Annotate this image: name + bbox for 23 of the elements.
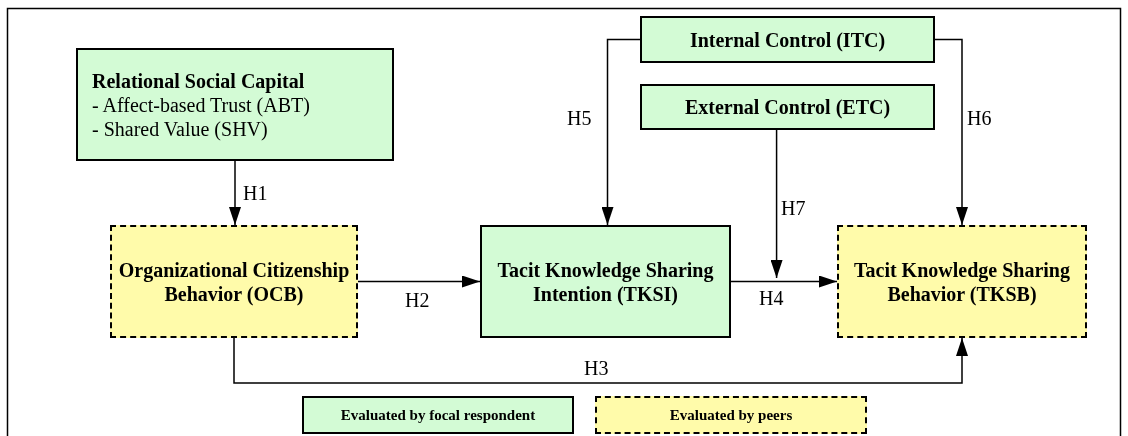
concept-title: Tacit Knowledge Sharing Behavior (TKSB): [853, 257, 1071, 306]
arrow: [233, 337, 968, 384]
arrow: [229, 160, 241, 226]
concept-title: Relational Social Capital: [92, 68, 305, 93]
arrow: [770, 129, 783, 279]
arrow: [601, 38, 641, 226]
concept-box: [837, 225, 1087, 338]
concept-title: Tacit Knowledge Sharing Intention (TKSI): [496, 257, 715, 306]
concept-title: External Control (ETC): [684, 95, 891, 119]
concept-box: [640, 16, 935, 63]
concept-box: [480, 225, 731, 338]
concept-box: [640, 84, 935, 130]
list-item: - Shared Value (SHV): [92, 117, 268, 141]
concept-box: [76, 48, 394, 161]
concept-title: Internal Control (ITC): [689, 27, 886, 52]
legend-label: Evaluated by peers: [669, 406, 793, 424]
concept-box: [110, 225, 358, 338]
legend-label: Evaluated by focal respondent: [340, 406, 536, 424]
arrow: [730, 275, 838, 288]
arrow: [357, 275, 481, 288]
list-item: - Affect-based Trust (ABT): [92, 93, 310, 117]
concept-title: Organizational Citizenship Behavior (OCB): [117, 257, 351, 306]
arrow: [934, 38, 968, 226]
